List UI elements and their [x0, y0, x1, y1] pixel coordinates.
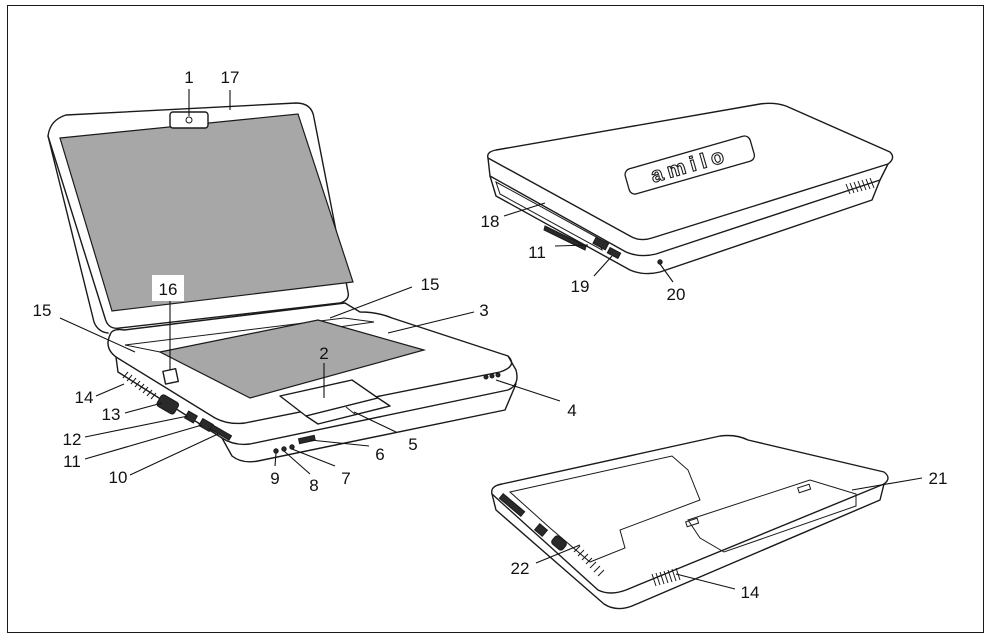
callout-18: 18: [481, 212, 500, 231]
callout-21: 21: [929, 469, 948, 488]
callout-16-backdrop: [152, 275, 184, 301]
leader-6: [309, 439, 370, 447]
callout-22: 22: [511, 559, 530, 578]
base-bottom-edge: [221, 383, 517, 463]
callout-14-left: 14: [75, 388, 94, 407]
usb-port-11: [592, 236, 610, 251]
callout-9: 9: [270, 469, 279, 488]
callout-15-right: 15: [421, 275, 440, 294]
audio-jack-7: [289, 444, 295, 450]
base-front-edge: [115, 355, 518, 446]
leader-15a: [59, 317, 136, 353]
callout-11-left: 11: [63, 452, 81, 471]
callout-5: 5: [408, 435, 417, 454]
callout-12: 12: [63, 430, 82, 449]
component-cover: [508, 455, 701, 563]
closed-laptop-rear: amilo: [486, 102, 894, 275]
leader-9: [274, 452, 277, 467]
leader-lines: [59, 89, 923, 590]
leader-11a: [84, 424, 203, 460]
audio-jack-8: [281, 446, 287, 452]
logo-text: amilo: [648, 143, 731, 187]
underside-port-a: [533, 523, 549, 537]
leader-15b: [329, 286, 413, 319]
display-screen: [59, 113, 354, 312]
card-slot-10: [209, 424, 233, 441]
leader-11b: [554, 244, 589, 247]
callout-3: 3: [479, 301, 488, 320]
port-12: [183, 410, 199, 424]
leader-10: [129, 433, 219, 476]
keyboard: [158, 319, 427, 399]
callout-6: 6: [375, 445, 384, 464]
battery-latch-left: [685, 517, 700, 528]
closed-base-edge: [489, 175, 881, 275]
leader-3: [387, 311, 475, 334]
optical-drive: [495, 180, 603, 252]
leader-21: [851, 477, 923, 491]
display-lid: [47, 102, 350, 329]
callout-1: 1: [184, 68, 193, 87]
base-top: [107, 302, 513, 425]
leader-14b: [675, 573, 736, 590]
leader-14a: [95, 383, 125, 397]
callout-13: 13: [102, 405, 121, 424]
laptop-underside: [491, 434, 889, 610]
leader-22: [535, 544, 581, 564]
underside-port-b: [551, 535, 567, 551]
callout-20: 20: [667, 285, 686, 304]
callout-4: 4: [567, 401, 576, 420]
callout-16: 16: [159, 280, 178, 299]
left-side-ports: [122, 371, 233, 441]
leader-7: [291, 448, 336, 467]
underside-card-slot: [498, 492, 526, 518]
status-indicators: [483, 372, 501, 380]
hinge-line: [109, 302, 346, 336]
callout-14-right: 14: [741, 583, 760, 602]
callout-8: 8: [309, 476, 318, 495]
display-lid-edge: [47, 135, 109, 334]
leader-8: [283, 450, 311, 475]
card-slot-6: [297, 434, 316, 445]
leader-13: [124, 402, 163, 414]
vent-grille-left: [122, 371, 157, 400]
callout-labels: 1 17 16 15 15 3 2 14 13 12 11 10 9 8 7 6…: [33, 68, 948, 602]
audio-jack-9: [273, 448, 279, 454]
leader-19: [593, 255, 613, 277]
callout-19: 19: [571, 277, 590, 296]
battery-latch-right: [797, 483, 812, 494]
drive-slot-11: [543, 225, 587, 251]
closed-lid-edge: [487, 157, 889, 257]
closed-lid-top: [486, 102, 894, 241]
battery-pack: [687, 479, 857, 553]
vent-grille-underside: [651, 567, 681, 587]
webcam-lens-icon: [185, 116, 193, 124]
underside-surface: [491, 434, 889, 594]
callout-7: 7: [341, 469, 350, 488]
callout-17: 17: [221, 68, 240, 87]
vent-grille-rear: [845, 177, 875, 195]
leader-4: [495, 379, 561, 402]
callout-11-right: 11: [528, 243, 546, 262]
leader-18: [503, 202, 546, 217]
diagram-frame: [7, 5, 984, 633]
touchpad-buttons: [305, 397, 391, 425]
port-19: [606, 246, 622, 260]
open-laptop: [47, 102, 518, 463]
vent-grille-side: [573, 545, 605, 577]
leader-5: [353, 411, 397, 433]
power-button: [162, 367, 180, 385]
port-13: [156, 394, 180, 415]
amilo-logo: amilo: [624, 135, 756, 195]
leader-20: [659, 263, 674, 283]
underside-edge: [491, 483, 885, 610]
callout-2: 2: [319, 344, 328, 363]
leader-12: [84, 415, 189, 438]
port-20: [657, 259, 663, 265]
callout-10: 10: [109, 468, 128, 487]
touchpad-button-divider: [345, 406, 357, 416]
speaker-strip: [124, 317, 375, 353]
callout-15-left: 15: [33, 301, 52, 320]
